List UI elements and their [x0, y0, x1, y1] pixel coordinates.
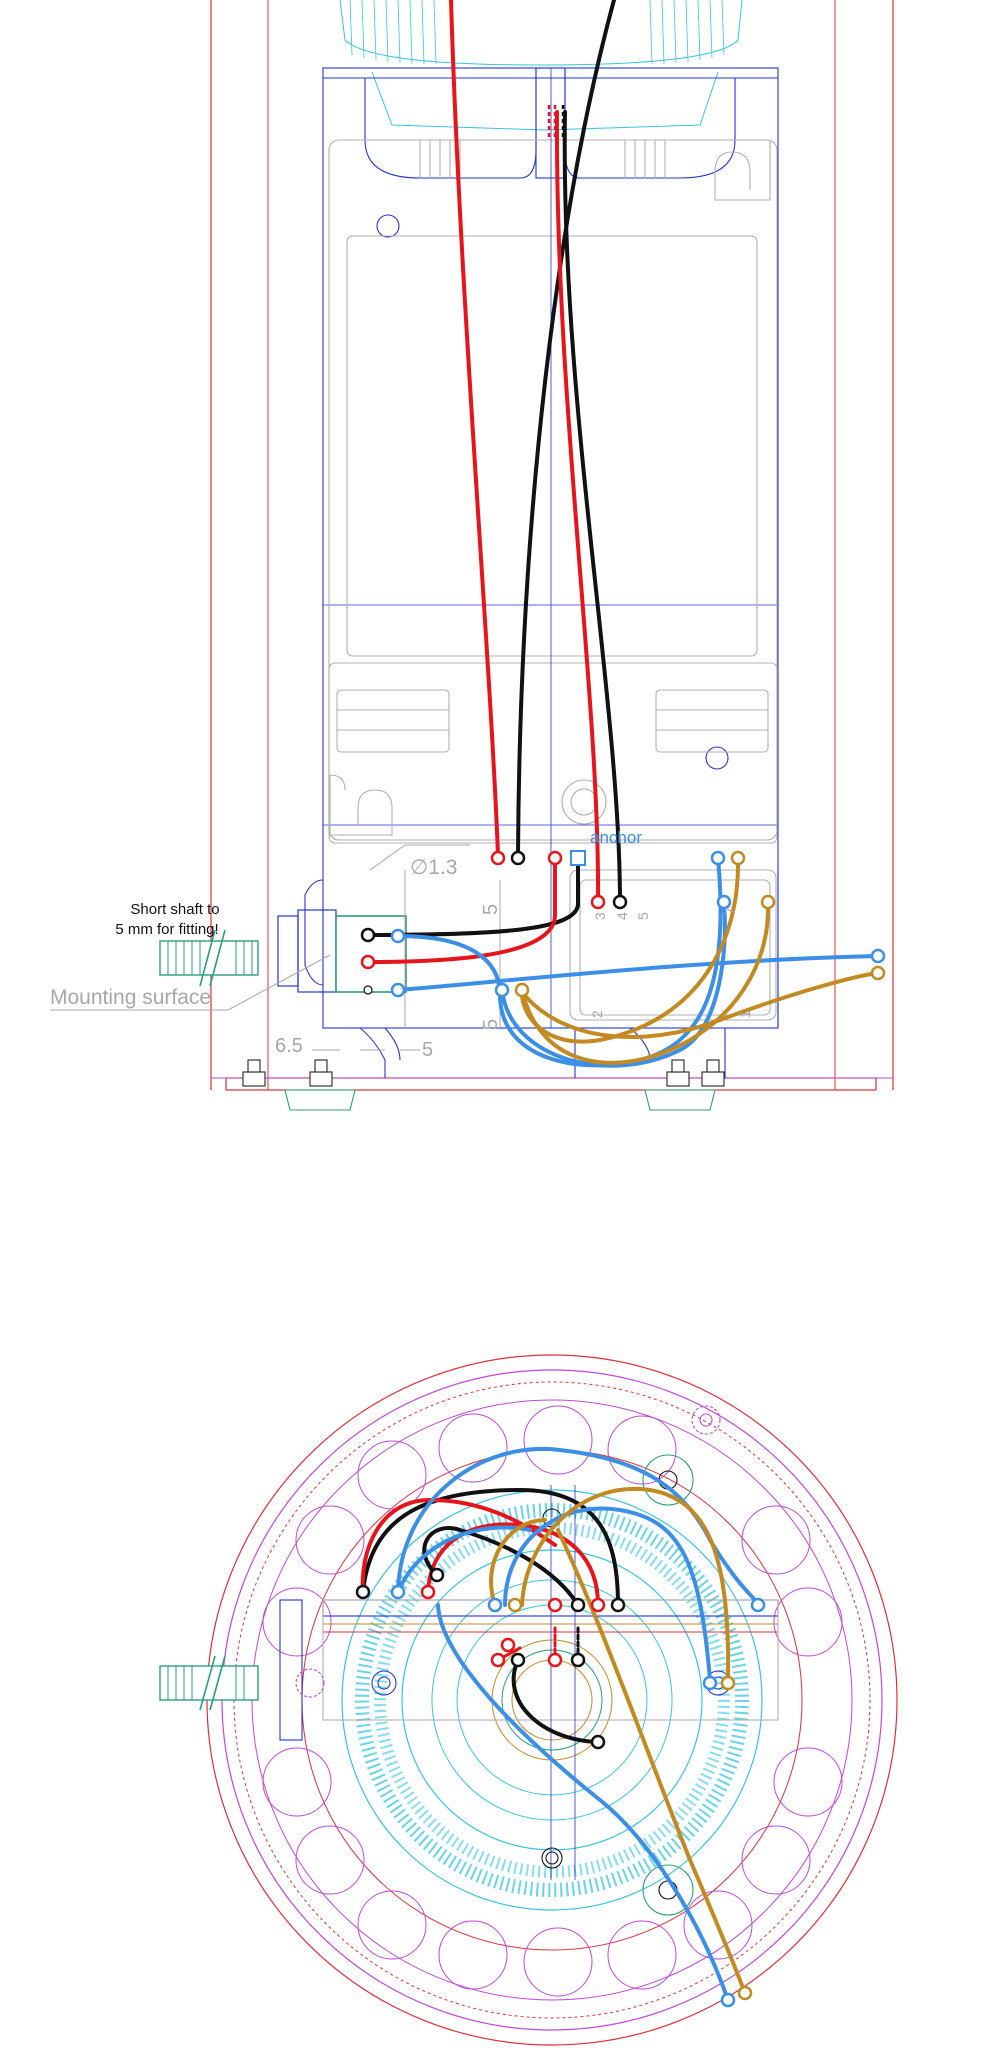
inner-block	[328, 139, 778, 1021]
dim-5-vertical-upper: 5	[480, 904, 502, 915]
short-shaft-note-line1: Short shaft to	[130, 901, 219, 918]
dim-5-vertical-lower: 5	[480, 1019, 502, 1030]
outer-ring-dotted	[233, 1381, 871, 2019]
outer-ring-magenta	[221, 1369, 883, 2031]
diameter-label: ∅1.3	[410, 856, 458, 879]
side-terminals	[360, 850, 886, 998]
dimension-lines	[50, 844, 501, 1051]
mounting-surface-label: Mounting surface	[50, 986, 211, 1009]
pin-7-label: 7	[722, 907, 738, 915]
dim-5-bottom: 5	[422, 1039, 433, 1061]
outer-ring-red	[206, 1354, 898, 2046]
top-view	[159, 1354, 898, 2046]
top-wires	[360, 1446, 760, 2002]
pin-5-label: 5	[635, 912, 651, 920]
pin-4-label: 4	[614, 912, 630, 920]
pin-1-label: 1	[737, 1010, 753, 1018]
top-terminals	[355, 1567, 766, 2008]
pin-2-label: 2	[589, 1010, 605, 1018]
feet	[242, 1059, 725, 1111]
pin-3-label: 3	[592, 912, 608, 920]
toroid-top	[339, 0, 743, 131]
capacitor-ring	[262, 1405, 843, 1997]
side-wires	[366, 0, 880, 1068]
top-shaft	[159, 1655, 259, 1711]
anchor-label: anchor	[590, 828, 642, 847]
shaft	[159, 940, 259, 976]
side-view: anchor ∅1.3 Short shaft to 5 mm for fitt…	[50, 0, 894, 1111]
dim-6-5: 6.5	[275, 1035, 303, 1057]
short-shaft-note-line2: 5 mm for fitting!	[115, 921, 218, 938]
